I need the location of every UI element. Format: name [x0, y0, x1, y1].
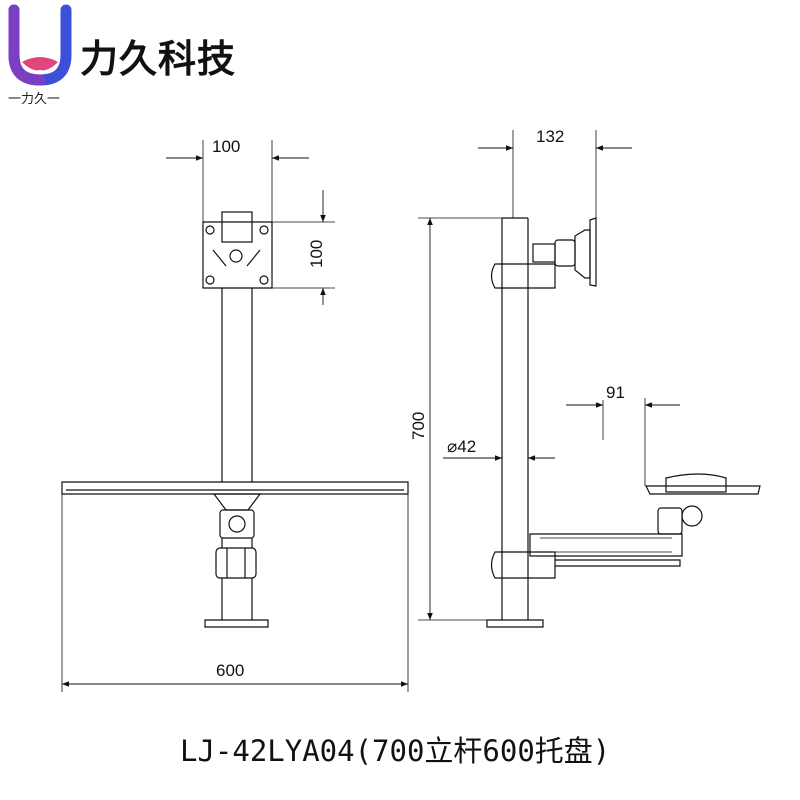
side-tray: [645, 485, 761, 495]
vesa-hole: [205, 225, 215, 235]
dim-mount-width: 100: [212, 137, 240, 156]
joint-block: [219, 509, 255, 539]
monitor-plate: [589, 217, 597, 287]
plate-detail: [212, 249, 261, 267]
lower-collar: [490, 551, 556, 579]
dim-pole-diameter: ⌀42: [447, 437, 476, 456]
tray-joint: [657, 507, 683, 535]
brand-tagline: 一力久一: [8, 92, 61, 107]
side-base-plate: [486, 619, 544, 628]
tray: [61, 481, 409, 495]
model-caption: LJ-42LYA04(700立杆600托盘): [180, 734, 611, 768]
company-logo: 力久科技 一力久一: [0, 0, 260, 110]
vesa-hole: [205, 275, 215, 285]
upper-arm-link: [532, 243, 556, 263]
lower-collar: [215, 547, 257, 579]
side-pole: [501, 217, 529, 620]
tray-clamp: [212, 493, 262, 511]
lower-arm: [529, 533, 683, 557]
vesa-hole: [259, 275, 269, 285]
dim-mount-height: 100: [307, 240, 326, 268]
dim-tray-width: 600: [216, 661, 244, 680]
upper-collar: [490, 263, 556, 289]
tray-mount: [665, 473, 727, 493]
pole-cap: [221, 211, 253, 243]
logo-mark-icon: [8, 4, 72, 86]
front-view: [61, 140, 409, 692]
dim-arm-offset: 132: [536, 127, 564, 146]
brand-name: 力久科技: [80, 37, 237, 81]
pole: [221, 288, 253, 482]
base-plate: [204, 619, 269, 628]
dim-pole-height: 700: [409, 412, 428, 440]
tilt-head: [574, 229, 591, 279]
center-hole: [229, 249, 243, 263]
dim-tray-offset: 91: [606, 383, 625, 402]
side-view: [418, 130, 761, 628]
vesa-hole: [259, 225, 269, 235]
